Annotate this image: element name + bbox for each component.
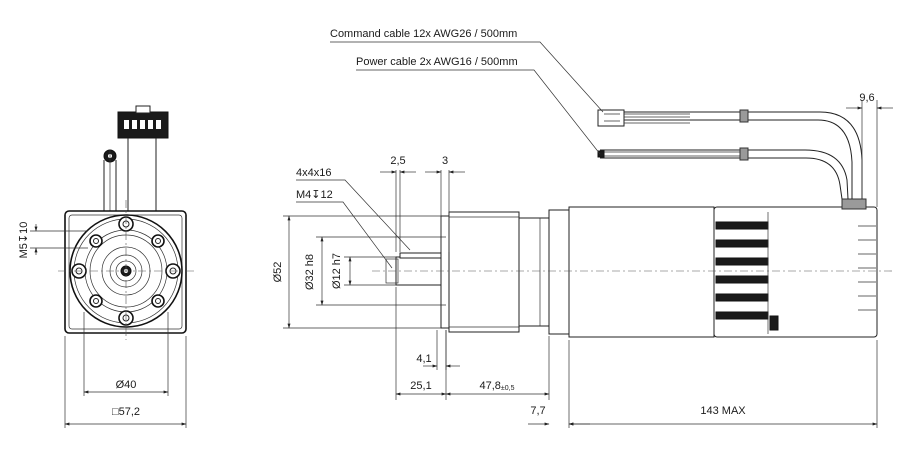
connector-pins [124,120,161,129]
gearbox-body [448,211,520,333]
cooling-fins [715,212,876,334]
shaft-length-label: 25,1 [410,380,431,392]
front-view: M5↧10 Ø40 □57,2 [18,105,194,428]
thread-label: M5↧10 [18,222,30,259]
shoulder-label: 4,1 [416,353,431,365]
motor-length-label: 143 MAX [700,405,746,417]
cable-gland [841,198,867,210]
flange-square-label: □57,2 [112,406,140,418]
key-offset-label: 2,5 [390,155,405,167]
gearbox-tolerance: ±0,5 [501,385,515,392]
shaft-fit-label: Ø12 h7 [331,253,343,289]
pilot-fit-label: Ø32 h8 [304,254,316,290]
command-connector [597,109,625,127]
motor-body [548,209,570,335]
adapter-length-label: 7,7 [530,405,545,417]
key-label: 4x4x16 [296,167,331,179]
side-view: Command cable 12x AWG26 / 500mm Power ca… [272,28,893,428]
key-gap-label: 3 [442,155,448,167]
cable-exit-label: 9,6 [859,92,874,104]
flange-diameter-label: Ø52 [272,262,284,283]
pilot-diameter-label: Ø40 [116,379,137,391]
gearbox-flange-disc [440,215,450,329]
command-cable-label: Command cable 12x AWG26 / 500mm [330,28,517,40]
gearbox-length-label: 47,8±0,5 [480,380,515,392]
shaft-key [399,252,443,259]
cables [597,109,863,200]
gearbox-length-value: 47,8 [480,380,501,392]
adapter-ring [518,217,550,327]
power-cable-label: Power cable 2x AWG16 / 500mm [356,56,518,68]
tapped-hole-label: M4↧12 [296,189,333,201]
